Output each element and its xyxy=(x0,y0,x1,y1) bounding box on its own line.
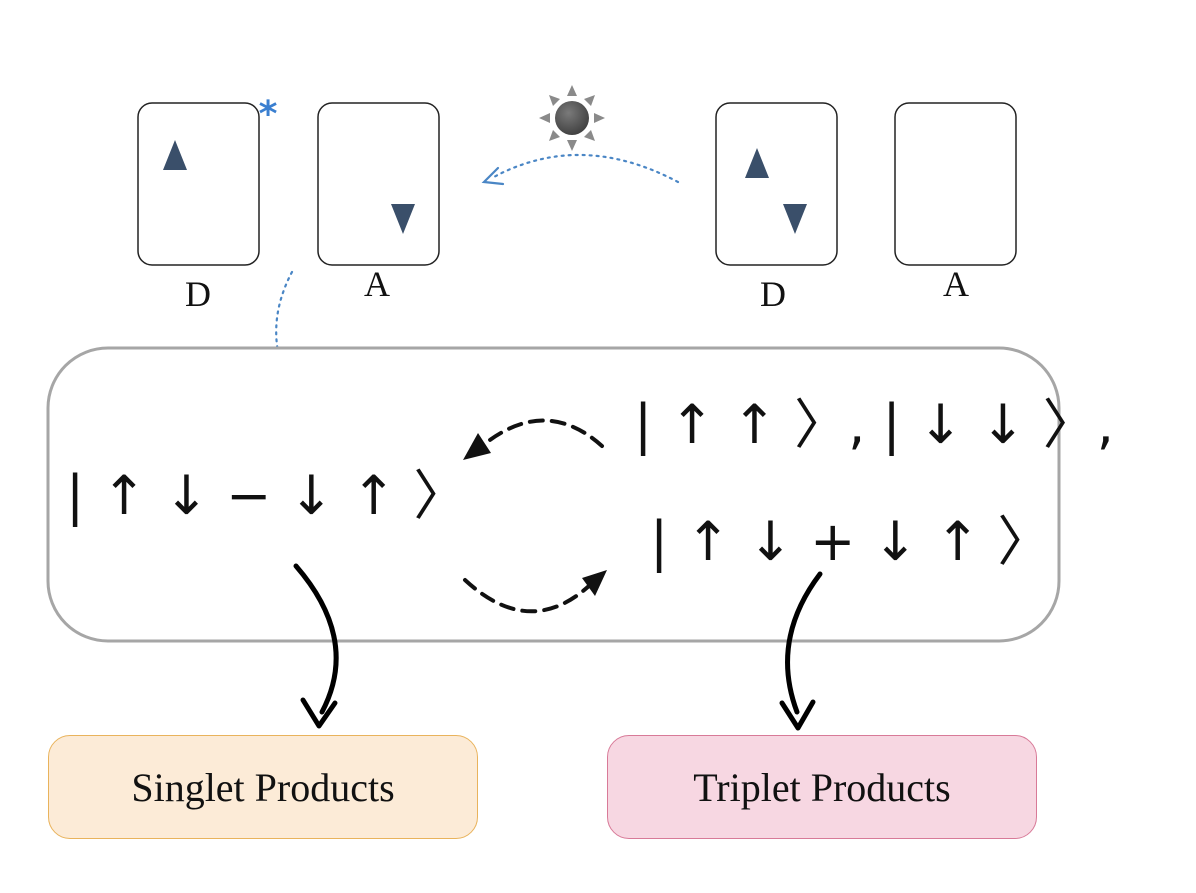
excited-asterisk: * xyxy=(259,94,278,135)
singlet-to-triplet-arrow xyxy=(463,570,607,614)
spin-down-arrow xyxy=(391,150,415,234)
left-pair: * D A xyxy=(137,94,440,314)
right-donor-box xyxy=(715,102,838,266)
sun-icon xyxy=(539,85,605,151)
left-donor-label: D xyxy=(185,274,211,314)
spin-up-arrow xyxy=(745,148,769,234)
triplet-state-line1: | ↑ ↑ 〉, | ↓ ↓ 〉, xyxy=(634,393,1114,456)
right-acceptor-box xyxy=(894,102,1017,266)
photoexcitation-arrow xyxy=(481,153,680,186)
triplet-products-label: Triplet Products xyxy=(693,764,951,810)
spin-up-arrow xyxy=(163,140,187,225)
left-acceptor-box xyxy=(317,102,440,266)
left-donor-box xyxy=(137,102,260,266)
triplet-products-box: Triplet Products xyxy=(607,735,1037,839)
triplet-recombination-arrow xyxy=(779,571,823,731)
singlet-state: | ↑ ↓ − ↓ ↑ 〉 xyxy=(66,464,467,527)
singlet-products-box: Singlet Products xyxy=(48,735,478,839)
right-donor-label: D xyxy=(760,274,786,314)
spin-down-arrow xyxy=(783,150,807,234)
triplet-state-line2: | ↑ ↓ + ↓ ↑ 〉 xyxy=(650,510,1051,573)
left-acceptor-label: A xyxy=(364,264,390,304)
singlet-products-label: Singlet Products xyxy=(131,764,395,810)
triplet-to-singlet-arrow xyxy=(463,418,604,460)
singlet-recombination-arrow xyxy=(293,563,339,729)
right-pair: D A xyxy=(715,102,1017,314)
right-acceptor-label: A xyxy=(943,264,969,304)
